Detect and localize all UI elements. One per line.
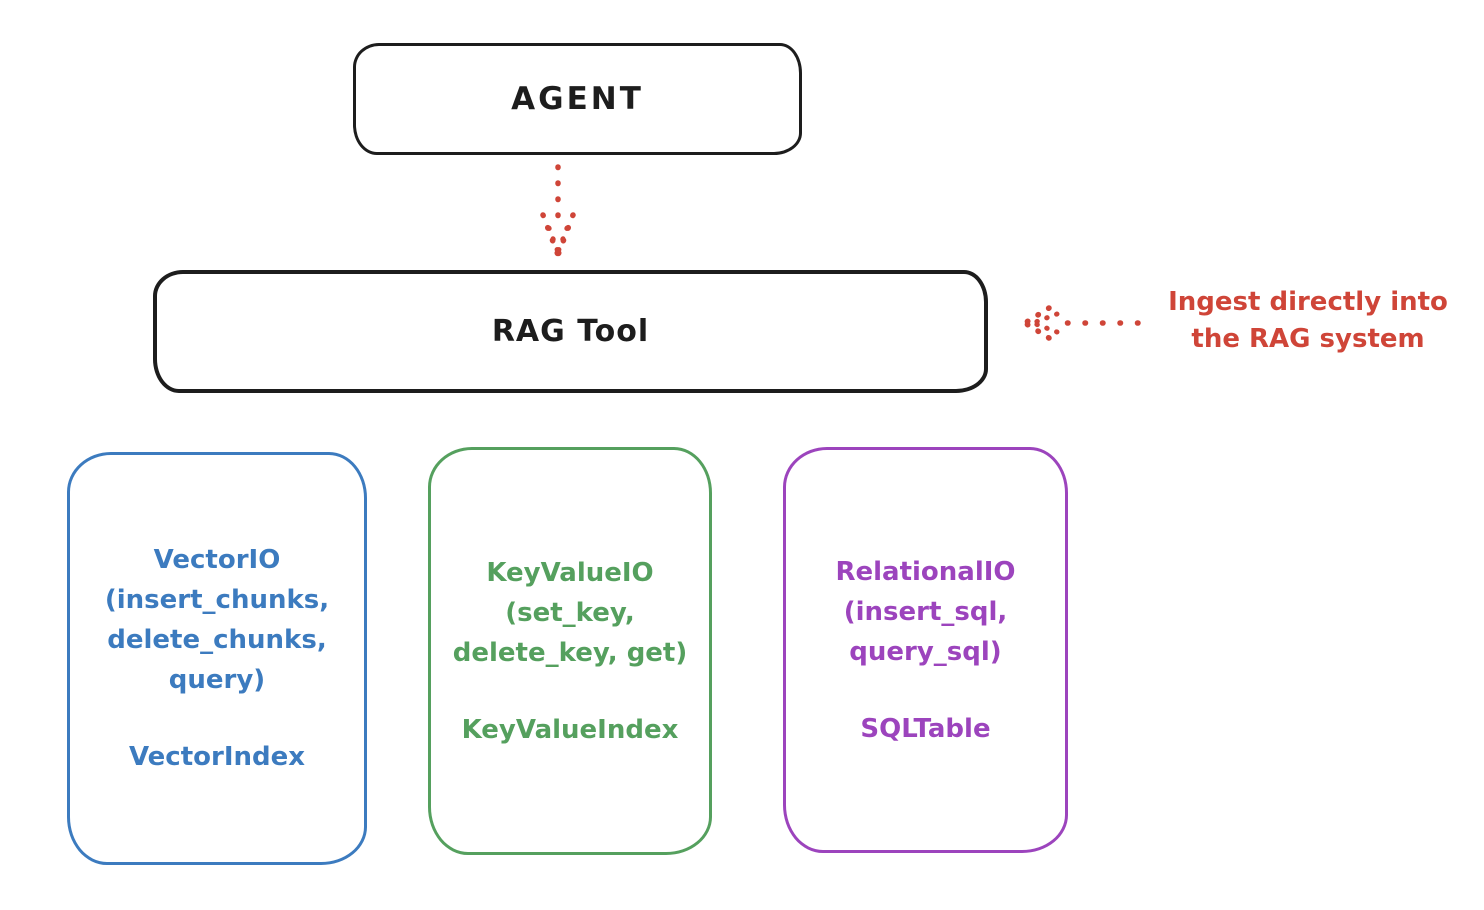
ingest-annotation-line: the RAG system <box>1191 324 1425 354</box>
node-text-line: (insert_chunks, <box>104 585 330 615</box>
agent-node: AGENT <box>353 43 802 155</box>
node-text-line: RelationalIO <box>835 556 1016 587</box>
rag-tool-label: RAG Tool <box>491 314 650 349</box>
ingest-annotation: Ingest directly into the RAG system <box>1138 284 1478 358</box>
node-text-line: query_sql) <box>849 636 1002 667</box>
arrow-annotation-to-rag-tool-icon <box>1022 305 1141 341</box>
vector-index-label: VectorIndex <box>128 742 306 772</box>
ingest-annotation-line: Ingest directly into <box>1168 287 1448 317</box>
node-text-line: KeyValueIO <box>486 557 654 588</box>
node-text-line: query) <box>168 665 266 695</box>
relational-io-node: RelationalIO (insert_sql, query_sql) SQL… <box>783 447 1068 853</box>
sql-table-label: SQLTable <box>860 713 991 744</box>
agent-label: AGENT <box>511 81 644 117</box>
keyvalue-io-node: KeyValueIO (set_key, delete_key, get) Ke… <box>428 447 712 855</box>
node-text-line: (insert_sql, <box>843 596 1008 627</box>
node-text-line: VectorIO <box>153 545 281 575</box>
rag-tool-node: RAG Tool <box>153 270 988 393</box>
arrow-agent-to-rag-tool-icon <box>540 164 576 258</box>
node-text-line: delete_chunks, <box>107 625 327 655</box>
node-text-line: delete_key, get) <box>452 637 688 668</box>
node-text-line: (set_key, <box>505 597 635 628</box>
vector-io-node: VectorIO (insert_chunks, delete_chunks, … <box>67 452 367 865</box>
keyvalue-index-label: KeyValueIndex <box>461 714 679 745</box>
